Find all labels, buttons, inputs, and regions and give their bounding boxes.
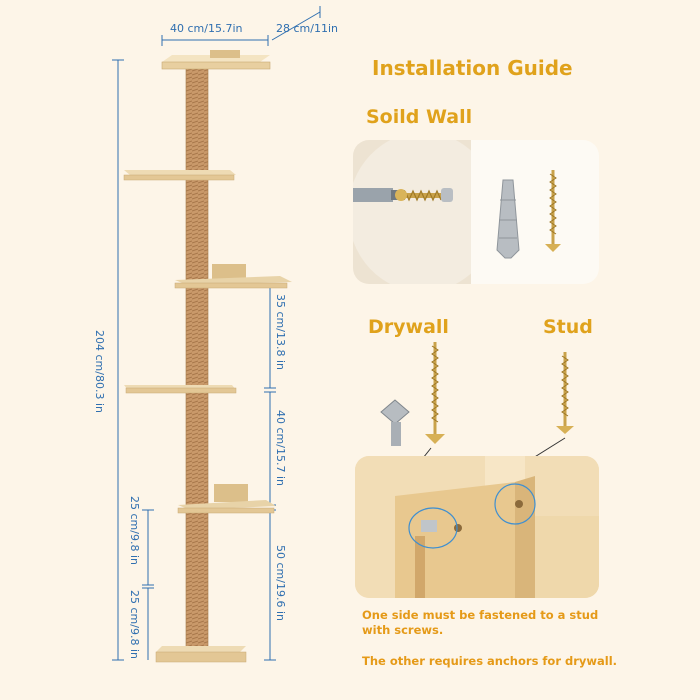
cat-tree-illustration <box>112 6 321 663</box>
gap-25-lower-label: 25 cm/9.8 in <box>128 590 141 659</box>
gap-25-upper-label: 25 cm/9.8 in <box>128 496 141 565</box>
drywall-anchor-icon <box>380 399 410 446</box>
solid-wall-heading: Soild Wall <box>366 106 473 128</box>
drywall-screw-icon <box>425 342 445 444</box>
stud-heading: Stud <box>543 316 593 338</box>
shelf-3 <box>124 385 237 394</box>
gap-35-label: 35 cm/13.8 in <box>274 294 287 370</box>
drywall-hardware <box>380 342 574 458</box>
stud-screw-icon <box>556 352 574 434</box>
base <box>155 646 247 663</box>
total-height-label: 204 cm/80.3 in <box>93 330 106 413</box>
gap-40-label: 40 cm/15.7 in <box>274 410 287 486</box>
drywall-note: The other requires anchors for drywall. <box>362 654 618 668</box>
depth-label: 28 cm/11in <box>276 22 338 35</box>
shelf-4 <box>177 484 276 514</box>
drywall-stud-panel <box>355 456 599 598</box>
drywall-heading: Drywall <box>368 316 449 338</box>
shelf-2 <box>174 264 292 289</box>
solid-wall-panel <box>353 140 599 284</box>
gap-50-label: 50 cm/19.6 in <box>274 545 287 621</box>
stud-note: One side must be fastened to a stud with… <box>362 608 599 637</box>
width-label: 40 cm/15.7in <box>170 22 243 35</box>
shelf-1 <box>123 170 236 181</box>
wall-plug-icon <box>496 179 520 259</box>
wood-screw-icon <box>545 170 561 252</box>
guide-title: Installation Guide <box>372 56 573 80</box>
